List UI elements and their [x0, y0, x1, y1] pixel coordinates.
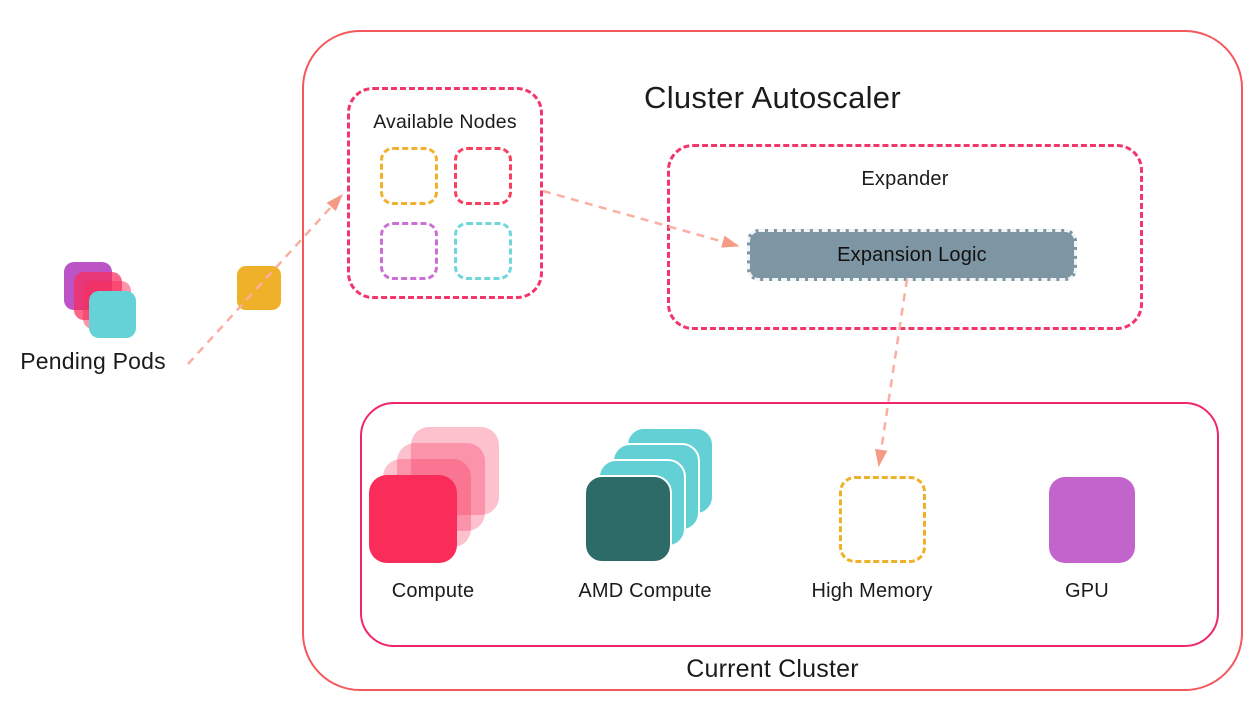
pending-node-square-icon: [237, 266, 281, 310]
available-node-teal-icon: [454, 222, 512, 280]
cluster-autoscaler-title: Cluster Autoscaler: [644, 80, 901, 115]
available-node-yellow-icon: [380, 147, 438, 205]
current-cluster-box: Compute AMD Compute High Memory GPU: [360, 402, 1219, 647]
expansion-logic-box: Expansion Logic: [747, 229, 1077, 281]
amd-compute-pool-label: AMD Compute: [578, 580, 712, 602]
gpu-node-icon: [1049, 477, 1135, 563]
current-cluster-title: Current Cluster: [686, 655, 859, 683]
pending-pod-teal-icon: [89, 291, 136, 338]
cluster-autoscaler-box: Cluster Autoscaler Available Nodes Expan…: [302, 30, 1243, 691]
compute-node-stack: [369, 427, 501, 565]
expander-box: Expander Expansion Logic: [667, 144, 1143, 330]
expansion-logic-label: Expansion Logic: [837, 243, 987, 266]
available-node-red-icon: [454, 147, 512, 205]
compute-node-icon: [369, 475, 457, 563]
gpu-pool-label: GPU: [1065, 580, 1109, 602]
available-nodes-box: Available Nodes: [347, 87, 543, 299]
high-memory-node-icon: [839, 476, 926, 563]
amd-node-icon: [584, 475, 672, 563]
available-nodes-title: Available Nodes: [373, 111, 517, 133]
high-memory-pool-label: High Memory: [811, 580, 933, 602]
compute-pool-label: Compute: [391, 580, 475, 602]
pending-pods-label: Pending Pods: [20, 348, 166, 374]
expander-title: Expander: [861, 168, 949, 190]
available-node-purple-icon: [380, 222, 438, 280]
amd-compute-node-stack: [584, 427, 716, 565]
